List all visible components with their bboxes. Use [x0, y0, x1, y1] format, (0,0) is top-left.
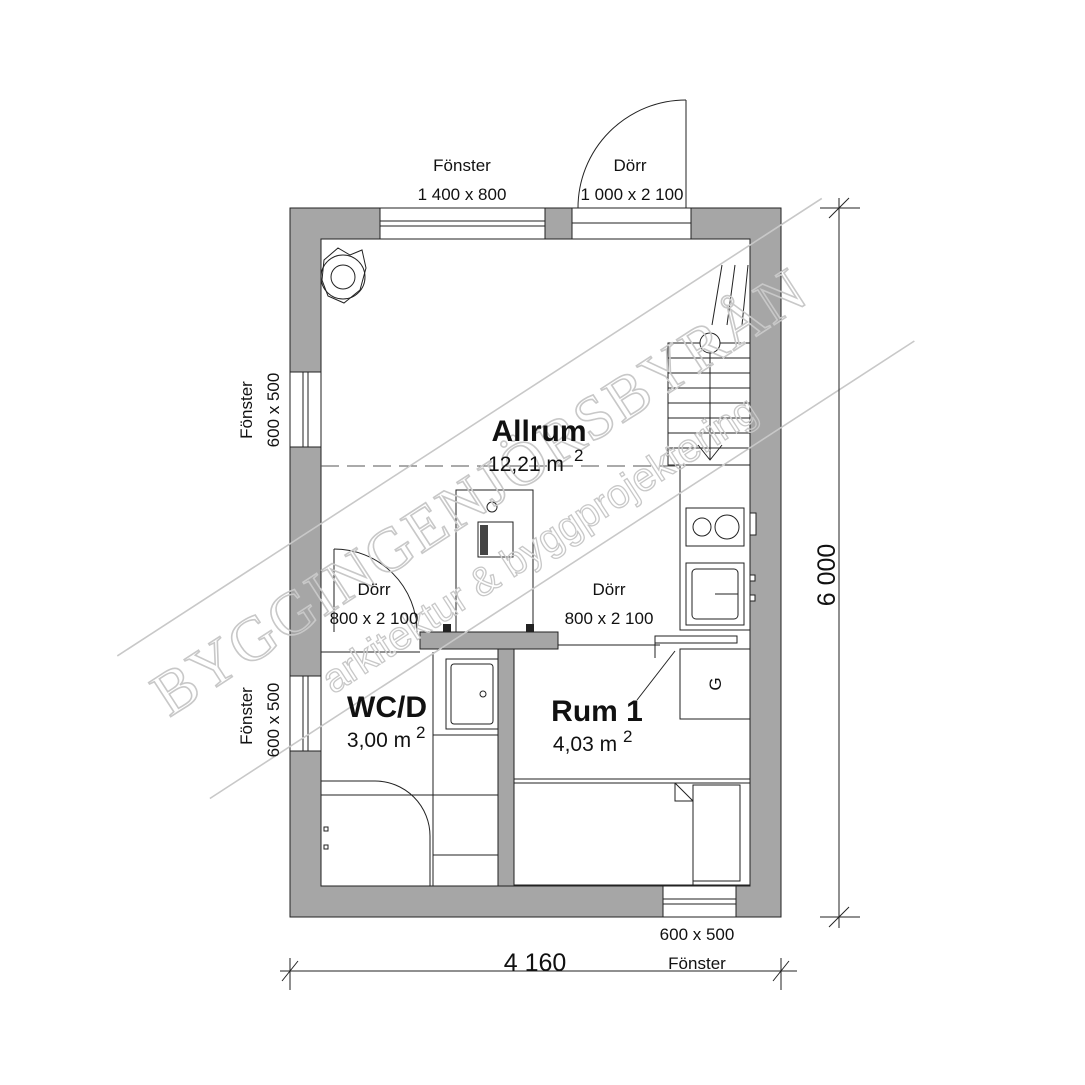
door-rum1-label: Dörr — [592, 580, 625, 599]
staircase — [667, 264, 751, 466]
room-allrum-area-sup: 2 — [574, 446, 583, 465]
interior-walls — [321, 631, 660, 887]
room-allrum-name: Allrum — [491, 415, 586, 448]
room-wc-area: 3,00 m — [347, 729, 411, 752]
window-left-upper — [289, 371, 322, 448]
window-bottom — [662, 885, 737, 918]
dimension-width: 4 160 — [280, 949, 797, 990]
room-rum1-area-sup: 2 — [623, 727, 632, 746]
window-bottom-label: Fönster — [668, 954, 726, 973]
door-wc-size: 800 x 2 100 — [330, 609, 419, 628]
window-left-lower-size: 600 x 500 — [264, 683, 283, 758]
plant-icon — [320, 247, 367, 304]
appliance-label: G — [706, 677, 725, 690]
window-bottom-size: 600 x 500 — [660, 925, 735, 944]
shower-screen — [321, 780, 431, 886]
room-rum1-name: Rum 1 — [551, 695, 643, 728]
pillow — [692, 784, 741, 882]
window-left-upper-size: 600 x 500 — [264, 373, 283, 448]
door-entry-label: Dörr — [613, 156, 646, 175]
door-rum1-leaf — [654, 635, 738, 658]
door-entry-size: 1 000 x 2 100 — [580, 185, 683, 204]
svg-text:6 000: 6 000 — [813, 544, 841, 607]
cabinet-g — [679, 648, 751, 720]
room-rum1-area: 4,03 m — [553, 733, 617, 756]
window-left-lower — [289, 675, 322, 752]
window-left-lower-label: Fönster — [237, 687, 256, 745]
bed — [513, 782, 751, 886]
kitchen-counter — [679, 464, 757, 631]
dimension-height: 6 000 — [813, 197, 860, 928]
door-entry — [571, 99, 692, 240]
room-wc-area-sup: 2 — [416, 723, 425, 742]
room-allrum-area: 12,21 m — [488, 453, 564, 476]
washbasin-icon — [445, 658, 499, 730]
wc-fixtures — [321, 652, 499, 886]
window-top — [379, 207, 546, 240]
window-top-label: Fönster — [433, 156, 491, 175]
door-wc-swing — [333, 548, 418, 633]
door-rum1-size: 800 x 2 100 — [565, 609, 654, 628]
svg-text:4 160: 4 160 — [504, 949, 567, 977]
room-wc-name: WC/D — [347, 691, 427, 724]
window-top-size: 1 400 x 800 — [418, 185, 507, 204]
rum1-furniture: G — [513, 648, 751, 886]
desk — [443, 489, 534, 633]
window-left-upper-label: Fönster — [237, 381, 256, 439]
door-wc-label: Dörr — [357, 580, 390, 599]
